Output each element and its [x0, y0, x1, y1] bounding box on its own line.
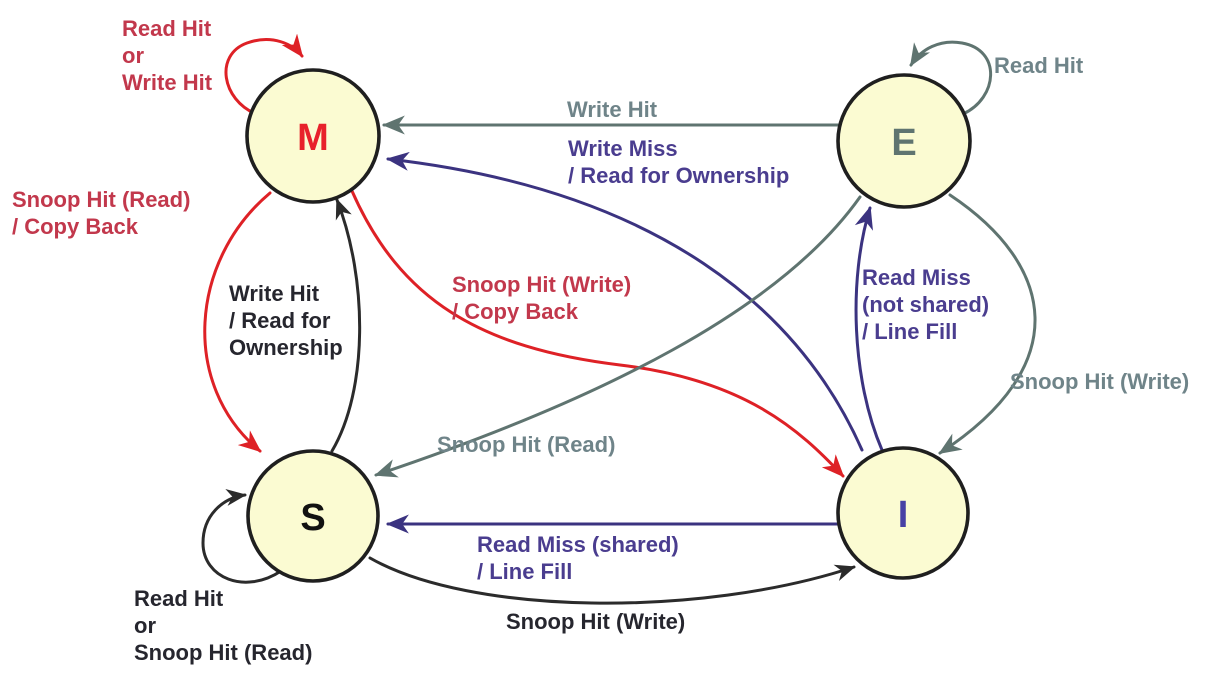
- transition-m-to-s-arrow: [203, 191, 272, 453]
- transition-m-to-s-label: Snoop Hit (Read) / Copy Back: [12, 187, 191, 239]
- transition-s-self-arrow: [201, 489, 283, 584]
- transition-m-to-i-label: Snoop Hit (Write) / Copy Back: [452, 272, 632, 324]
- transition-i-to-s-label: Read Miss (shared) / Line Fill: [477, 532, 679, 584]
- transition-e-to-s-arrow: [374, 195, 862, 478]
- state-shared-circle: [246, 449, 380, 583]
- transition-i-to-m-arrow: [386, 151, 864, 452]
- state-invalid-letter: I: [898, 494, 909, 536]
- transition-m-self-label: Read Hit or Write Hit: [122, 16, 213, 95]
- state-modified-circle: [245, 68, 381, 204]
- transition-i-to-m-label: Write Miss / Read for Ownership: [568, 136, 790, 188]
- state-exclusive-letter: E: [891, 122, 916, 164]
- state-shared-letter: S: [300, 497, 325, 539]
- state-modified-letter: M: [297, 117, 329, 159]
- state-invalid-circle: [836, 446, 970, 580]
- transition-e-to-i-label: Snoop Hit (Write): [1010, 369, 1190, 394]
- transition-s-to-m-arrow: [330, 198, 362, 453]
- transition-s-self-label: Read Hit or Snoop Hit (Read): [134, 586, 313, 665]
- state-exclusive-circle: [836, 73, 972, 209]
- transition-i-to-e-label: Read Miss (not shared) / Line Fill: [862, 265, 990, 344]
- transition-s-to-m-label: Write Hit / Read for Ownership: [229, 281, 343, 360]
- transition-m-to-i-arrow: [350, 189, 845, 478]
- transition-e-to-m-label: Write Hit: [567, 97, 658, 122]
- transition-e-self-arrow: [909, 40, 993, 116]
- transition-e-self-label: Read Hit: [994, 53, 1084, 78]
- transition-e-to-i-arrow: [938, 193, 1037, 455]
- transition-i-to-e-arrow: [854, 206, 884, 452]
- transition-e-to-s-label: Snoop Hit (Read): [437, 432, 616, 457]
- transition-s-to-i-label: Snoop Hit (Write): [506, 609, 686, 634]
- transition-s-to-i-arrow: [368, 556, 856, 605]
- transition-m-self-arrow: [224, 33, 304, 116]
